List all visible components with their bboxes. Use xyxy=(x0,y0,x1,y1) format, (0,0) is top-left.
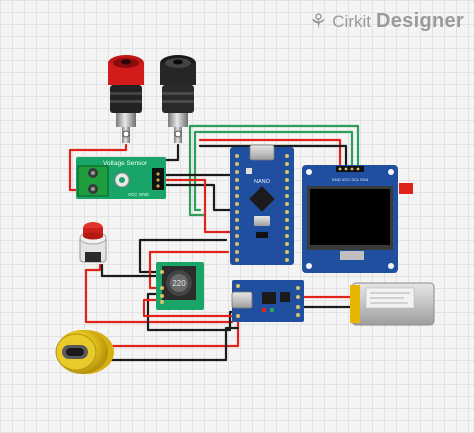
charger-module[interactable] xyxy=(231,280,304,322)
wire-red-arduino-oled[interactable] xyxy=(198,138,342,176)
wire-black-arduino-boost[interactable] xyxy=(138,238,228,274)
wire-red-boost-charger[interactable] xyxy=(142,298,238,318)
wire-red-boost-arduino[interactable] xyxy=(148,250,230,290)
wire-black-oled-gnd[interactable] xyxy=(198,144,348,176)
push-button[interactable] xyxy=(79,222,107,263)
wire-black-button[interactable] xyxy=(100,263,162,278)
red-banana-jack[interactable] xyxy=(108,55,144,143)
wire-red-usb[interactable] xyxy=(108,320,240,348)
arduino-nano[interactable]: NANO xyxy=(230,144,294,265)
boost-converter[interactable]: 220 xyxy=(156,262,204,310)
voltage-sensor-title: Voltage Sensor xyxy=(103,160,148,167)
wire-red-button[interactable] xyxy=(84,263,234,324)
wire-green-scl[interactable] xyxy=(193,130,354,212)
brand-name-part1: Cirkit xyxy=(332,11,371,31)
wire-green-sda[interactable] xyxy=(188,124,360,217)
wire-black-sensor-gnd-2[interactable] xyxy=(164,183,232,212)
oled-red-tab xyxy=(399,183,413,194)
oled-pin-label: GND VCC SCL SDA xyxy=(332,177,369,182)
black-banana-jack[interactable] xyxy=(160,55,196,143)
cirkit-logo-icon: ⚘ xyxy=(309,10,328,33)
oled-display[interactable]: GND VCC SCL SDA xyxy=(302,165,413,273)
voltage-sensor-pins: VCC GND xyxy=(128,192,150,197)
inductor-value: 220 xyxy=(172,279,186,288)
usb-c-socket[interactable] xyxy=(55,330,114,374)
arduino-label: NANO xyxy=(254,179,271,185)
wire-black-usb[interactable] xyxy=(108,326,240,362)
wire-red-sensor-signal[interactable] xyxy=(164,178,232,234)
brand-name-part2: Designer xyxy=(376,10,464,32)
wire-black-boost-charger[interactable] xyxy=(146,292,240,332)
brand-logo: ⚘ Cirkit Designer xyxy=(309,10,464,33)
voltage-sensor-module[interactable]: Voltage Sensor VCC GND xyxy=(76,157,166,199)
lipo-battery[interactable] xyxy=(350,282,435,326)
